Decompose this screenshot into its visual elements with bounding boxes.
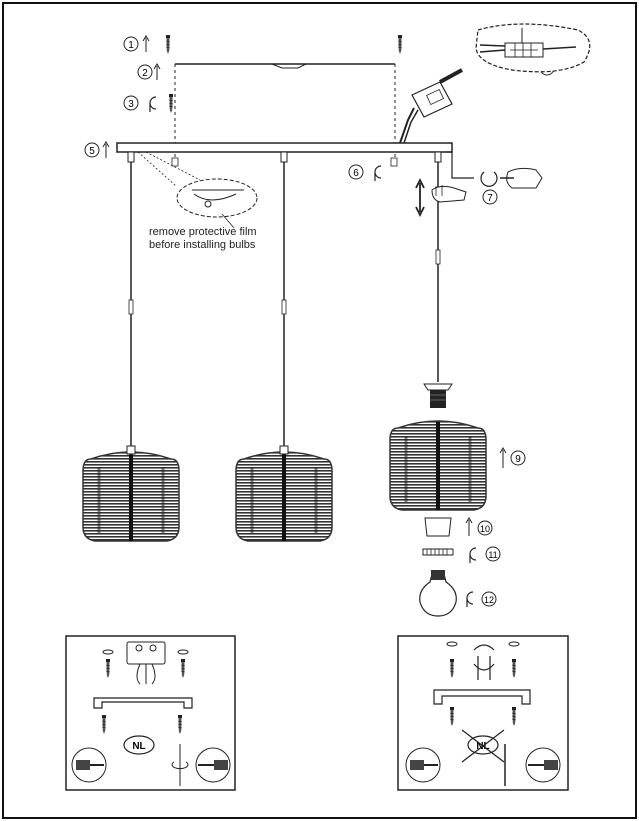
step-11-label: 11 (469, 546, 501, 563)
nl-badge (123, 735, 155, 755)
rotate-arrow-icon (374, 165, 382, 181)
step-number: 9 (515, 454, 521, 465)
lamp-shade-middle (234, 450, 334, 543)
step-number: 6 (353, 168, 359, 179)
step-10-label: 10 (465, 517, 493, 536)
step-2-label: 2 (137, 63, 161, 80)
cable-adjustment (415, 151, 543, 218)
screwdriver-icon (405, 747, 441, 783)
shade-ring (424, 517, 452, 537)
inset-right: NL (397, 635, 569, 791)
bulb-icon (419, 570, 457, 617)
step-6-label: 6 (348, 164, 382, 181)
terminal-block-icon (411, 68, 463, 118)
rotate-arrow-icon (149, 96, 157, 112)
terminal-block-icon (126, 641, 166, 685)
screw-icon (165, 34, 171, 55)
lamp-shade-left (81, 450, 181, 543)
note-line-2: before installing bulbs (149, 239, 256, 251)
hand-icon (431, 185, 467, 203)
rotate-arrow-icon (469, 547, 477, 563)
wiring-detail-bubble (475, 23, 591, 73)
step-5-label: 5 (84, 141, 110, 158)
step-number: 10 (480, 524, 490, 534)
step-number: 5 (89, 146, 95, 157)
locking-nut (422, 548, 454, 556)
screwdriver-icon (71, 747, 107, 783)
up-arrow-icon (102, 141, 110, 158)
up-arrow-icon (153, 63, 161, 80)
bracket (433, 689, 531, 705)
step-number: 3 (128, 99, 134, 110)
step-1-label: 1 (123, 35, 150, 52)
step-3-label: 3 (123, 95, 157, 112)
screwdriver-icon (195, 747, 231, 783)
step-number: 11 (488, 550, 497, 560)
lamp-shade-exploded (388, 419, 488, 512)
note-line-1: remove protective film (149, 226, 257, 238)
step-9-label: 9 (499, 447, 526, 468)
screw-icon (168, 93, 174, 114)
rotate-arrow-icon (466, 591, 474, 607)
canopy-bar (116, 142, 453, 153)
step-12-label: 12 (466, 591, 497, 607)
hand-icon (500, 167, 543, 189)
nl-badge-text: NL (132, 741, 145, 752)
up-down-arrow-icon (415, 177, 425, 218)
wiring (399, 68, 463, 144)
up-arrow-icon (465, 517, 473, 536)
screwdriver-icon (525, 747, 561, 783)
up-arrow-icon (499, 447, 507, 468)
protective-film-note: remove protective film before installing… (149, 226, 257, 251)
inset-left: NL (65, 635, 236, 791)
cross-out-icon (461, 729, 505, 763)
film-detail-bubble (137, 151, 258, 229)
rotate-arrow-icon (171, 744, 189, 786)
step-number: 1 (128, 40, 134, 51)
screw-icon (397, 34, 403, 55)
bracket (93, 697, 193, 709)
step-number: 2 (142, 68, 148, 79)
terminal-block-icon (473, 644, 495, 680)
pendant-cords (127, 151, 442, 450)
step-7-label: 7 (482, 189, 498, 205)
rotate-arrow-icon (480, 171, 498, 187)
up-arrow-icon (142, 35, 150, 52)
step-number: 12 (484, 595, 494, 605)
lamp-holder (423, 383, 453, 408)
step-number: 7 (487, 193, 493, 204)
